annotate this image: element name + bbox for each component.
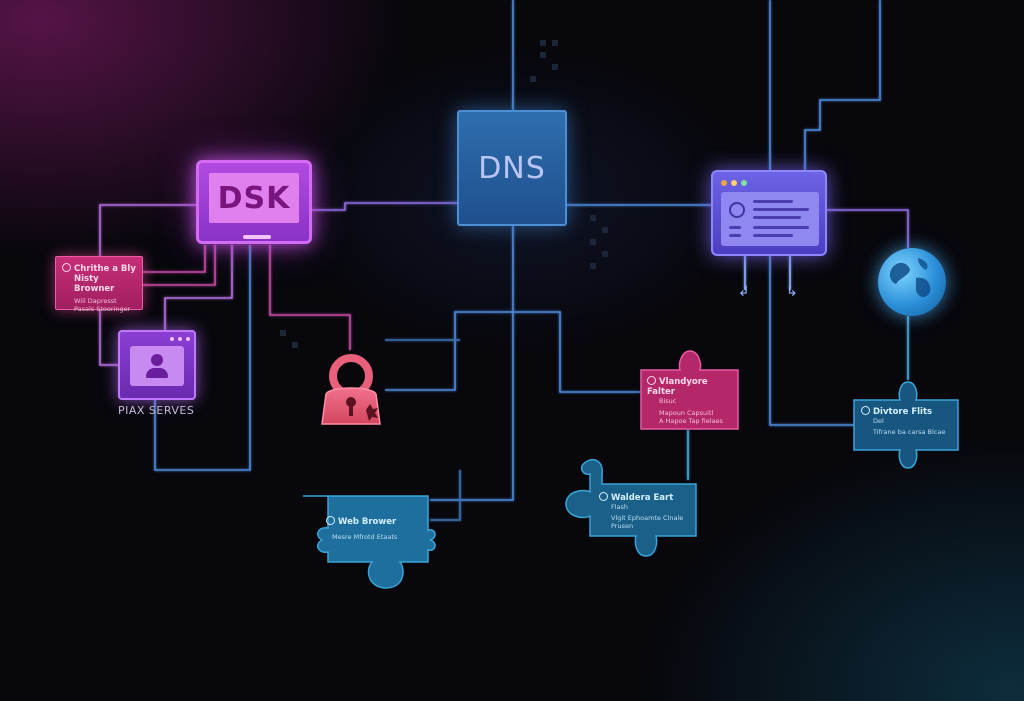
wire: [385, 311, 640, 393]
user-profile-window-node[interactable]: [118, 330, 196, 400]
card-title: Web Brower: [326, 516, 418, 527]
card-title-line: Waldera Eart: [611, 493, 674, 503]
card-circle-icon: [62, 263, 71, 272]
puzzle-piece-pink: [640, 350, 739, 430]
wire: [269, 245, 351, 350]
window-dot-icon: [741, 180, 747, 186]
card-subtitle: Prusen: [611, 522, 634, 530]
card-title: Divtore Flits: [861, 406, 951, 417]
arrow-right-icon: ↳: [786, 284, 798, 300]
card-title-line: Del: [873, 417, 884, 425]
text-line: [729, 234, 741, 237]
profile-window-caption: PIAX SERVES: [118, 404, 195, 417]
card-subtitle: Mesre Mfrotd Etaats: [332, 533, 398, 541]
card-web-browser[interactable]: Web Brower Mesre Mfrotd Etaats: [322, 512, 422, 552]
lock-shape: [321, 354, 381, 425]
browser-window-node[interactable]: [711, 170, 827, 256]
user-body: [146, 368, 168, 378]
card-title-line: Vlandyore Falter: [647, 377, 708, 397]
card-title-line: Chrithe a Bly: [74, 264, 136, 274]
dns-node[interactable]: DNS: [457, 110, 567, 226]
dns-label: DNS: [478, 150, 546, 186]
card-title-line: Bisuc: [659, 397, 677, 405]
wire: [312, 202, 457, 211]
wire: [827, 209, 909, 248]
arrow-left-icon: ↲: [738, 284, 750, 300]
wire: [154, 245, 251, 471]
lock-icon[interactable]: [316, 350, 386, 428]
card-mid-blue[interactable]: Waldera Eart Flash Vlgit Ephoamte Clnale…: [595, 488, 695, 536]
card-subtitle: Wiil Dapresst: [74, 297, 117, 305]
card-mid-pink[interactable]: Vlandyore Falter Bisuc Mapoun Capsuitl A…: [641, 370, 738, 429]
puzzle-piece-mid-blue: [565, 458, 697, 557]
background-dot-grid: [280, 40, 608, 348]
puzzle-piece-blue-right: [853, 381, 959, 469]
card-title-line: Nisty Browner: [74, 274, 115, 294]
card-title-line: Web Brower: [338, 517, 397, 527]
text-line: [753, 226, 809, 229]
text-line: [753, 208, 809, 211]
card-circle-icon: [861, 406, 870, 415]
globe-continents: [889, 258, 931, 298]
puzzle-piece-web-browser: [303, 495, 436, 589]
wire: [769, 256, 855, 426]
dsk-laptop-node[interactable]: DSK: [196, 160, 312, 244]
text-line: [729, 226, 741, 229]
card-subtitle: Pasals Stooringer: [74, 305, 131, 313]
window-dot-icon: [731, 180, 737, 186]
browser-window-icon: [721, 192, 819, 246]
text-line: [753, 234, 793, 237]
card-subtitle: Tifrane ba carsa Blcae: [873, 428, 946, 436]
wire: [430, 226, 514, 501]
wire: [430, 470, 461, 521]
wire: [143, 245, 206, 273]
globe-icon[interactable]: [878, 248, 946, 316]
card-title-line: Divtore Flits: [873, 407, 933, 417]
dsk-label: DSK: [217, 180, 291, 216]
user-profile-icon: [130, 346, 184, 386]
card-right-blue[interactable]: Divtore Flits Del Tifrane ba carsa Blcae: [856, 402, 956, 448]
laptop-base: [243, 235, 271, 239]
card-subtitle: Vlgit Ephoamte Clnale: [611, 514, 684, 522]
card-title: Chrithe a Bly: [62, 263, 136, 274]
window-dot-icon: [721, 180, 727, 186]
window-dot-icon: [178, 337, 182, 341]
card-top-left[interactable]: Chrithe a Bly Nisty Browner Wiil Dapress…: [55, 256, 143, 313]
text-line: [753, 216, 801, 219]
card-circle-icon: [326, 516, 335, 525]
card-title-line: Flash: [611, 503, 629, 511]
wire: [164, 245, 233, 330]
user-head: [151, 354, 163, 366]
laptop-icon: DSK: [209, 173, 299, 223]
card-circle-icon: [647, 376, 656, 385]
wire: [143, 245, 216, 286]
window-dot-icon: [186, 337, 190, 341]
card-subtitle: Mapoun Capsuitl: [659, 409, 714, 417]
card-subtitle: A Hapoe Tap fielaes: [659, 417, 723, 425]
clock-icon: [729, 202, 745, 218]
card-title: Vlandyore Falter: [647, 376, 732, 397]
text-line: [753, 200, 793, 203]
wire: [804, 0, 881, 170]
window-dot-icon: [170, 337, 174, 341]
card-circle-icon: [599, 492, 608, 501]
card-title: Waldera Eart: [599, 492, 691, 503]
